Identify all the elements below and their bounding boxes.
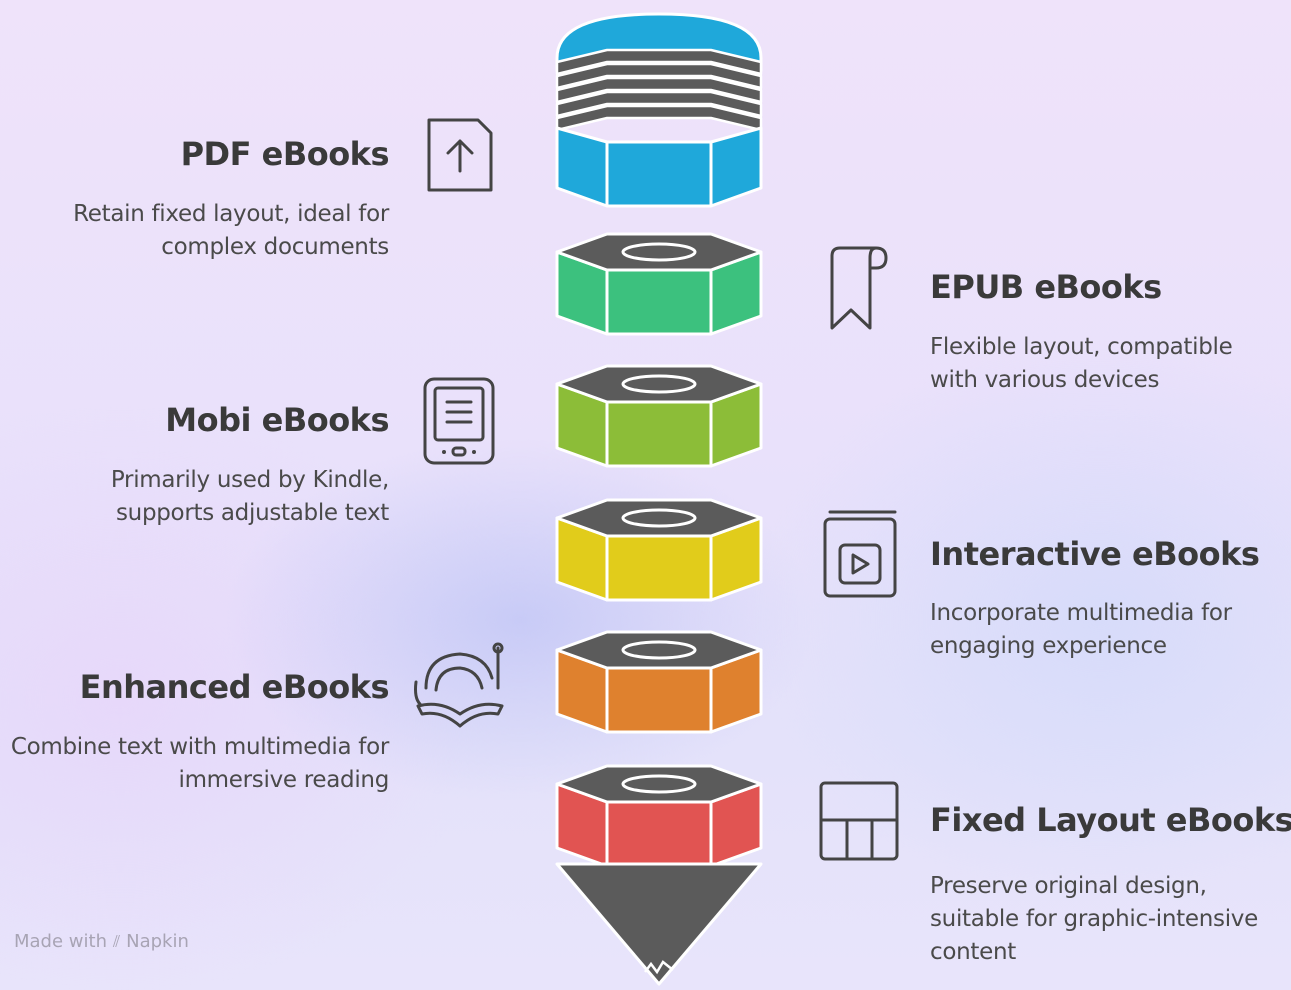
segment-2-front-face [605,400,713,468]
enhanced-ebooks-title: Enhanced eBooks [79,668,390,706]
bookmark-icon [826,244,890,332]
segment-1-top-cap [555,232,763,272]
pdf-block-band [555,90,763,118]
segment-1-front-face [605,268,713,336]
segment-5-top-cap [555,764,763,804]
fixed-layout-ebooks-description: Preserve original design, suitable for g… [930,873,1258,965]
segment-3-top-cap [555,498,763,538]
segment-5-hole [621,774,697,794]
layout-grid-icon [818,780,900,862]
pdf-ebooks-description: Retain fixed layout, ideal for complex d… [73,201,389,260]
pdf-block-band [555,104,763,132]
mobi-ebooks-description: Primarily used by Kindle, supports adjus… [110,467,389,526]
made-with-napkin-watermark: Made with ⫽ Napkin [14,931,189,952]
segment-4-top-cap [555,630,763,670]
mobi-ebooks-title: Mobi eBooks [165,401,389,439]
fixed-layout-ebooks-title: Fixed Layout eBooks [930,801,1291,839]
segment-2-hole [621,374,697,394]
pencil-tip-mark [644,960,674,975]
pdf-block-edges [605,142,713,206]
video-book-icon [822,509,898,599]
segment-4-hole [621,640,697,660]
pdf-block-body [555,126,763,208]
segment-1-hole [621,242,697,262]
epub-ebooks-description: Flexible layout, compatible with various… [930,334,1233,393]
interactive-ebooks-title: Interactive eBooks [930,535,1260,573]
epub-ebooks-title: EPUB eBooks [930,268,1162,306]
pdf-block-band [555,48,763,76]
segment-3-front-face [605,534,713,602]
watermark-prefix: Made with [14,931,107,952]
watermark-brand: Napkin [126,931,189,952]
enhanced-ebooks-description: Combine text with multimedia for immersi… [10,734,389,793]
pencil-tip [555,862,763,986]
napkin-logo-icon: ⫽ [112,931,121,951]
segment-3-hole [621,508,697,528]
ereader-icon [422,376,496,466]
segment-5-front-face [605,800,713,868]
interactive-ebooks-description: Incorporate multimedia for engaging expe… [930,600,1232,659]
immersive-reading-icon [412,642,508,734]
pdf-ebooks-title: PDF eBooks [180,135,390,173]
document-upload-icon [426,117,494,193]
pdf-block-band [555,62,763,90]
segment-4-front-face [605,666,713,734]
segment-2-top-cap [555,364,763,404]
pdf-block-band [555,76,763,104]
